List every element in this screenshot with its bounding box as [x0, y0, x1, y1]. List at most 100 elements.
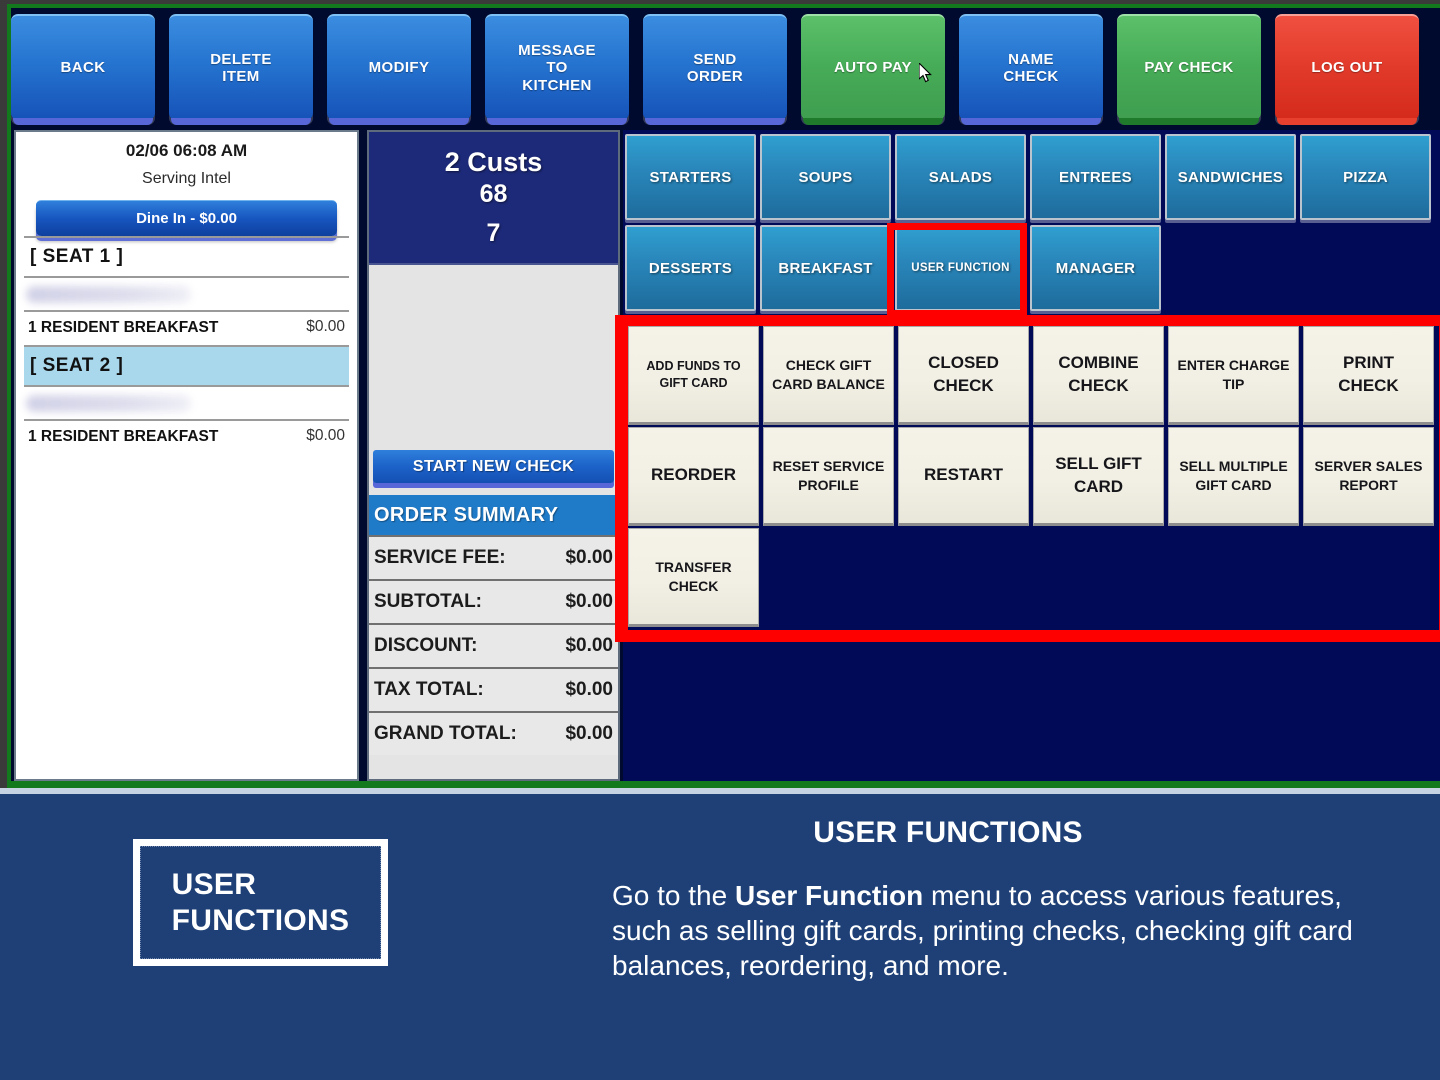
check-line-item[interactable]: 1 RESIDENT BREAKFAST$0.00 — [24, 310, 349, 345]
frame-light-strip-bottom — [0, 788, 1440, 794]
redaction-bar — [26, 394, 191, 412]
check-datetime: 02/06 06:08 AM — [125, 141, 248, 160]
order-type-button[interactable]: Dine In - $0.00 — [36, 200, 337, 236]
customer-count: 2 Custs — [444, 147, 543, 177]
guest-name-redacted — [24, 276, 349, 310]
guest-name-redacted — [24, 385, 349, 419]
category-button-pizza[interactable]: PIZZA — [1300, 134, 1431, 220]
category-button-starters[interactable]: STARTERS — [625, 134, 756, 220]
start-new-check-button[interactable]: START NEW CHECK — [373, 450, 614, 483]
summary-row-value: $0.00 — [565, 547, 613, 568]
order-items-empty-area — [369, 265, 618, 450]
caption-body: Go to the User Function menu to access v… — [612, 878, 1372, 983]
toolbar-button-modify[interactable]: MODIFY — [327, 14, 471, 125]
toolbar-button-pay-check[interactable]: PAY CHECK — [1117, 14, 1261, 125]
line-item-name: 1 RESIDENT BREAKFAST — [28, 319, 219, 336]
order-summary-header: ORDER SUMMARY — [369, 495, 618, 535]
summary-row-value: $0.00 — [565, 635, 613, 656]
toolbar-button-label: PAY CHECK — [1144, 59, 1234, 77]
category-button-entrees[interactable]: ENTREES — [1030, 134, 1161, 220]
category-button-sandwiches[interactable]: SANDWICHES — [1165, 134, 1296, 220]
summary-row: DISCOUNT: $0.00 — [369, 623, 618, 667]
category-button-manager[interactable]: MANAGER — [1030, 225, 1161, 311]
check-detail-panel: 02/06 06:08 AM Serving Intel Dine In - $… — [14, 130, 359, 781]
summary-row-value: $0.00 — [565, 723, 613, 744]
toolbar-button-label: LOG OUT — [1311, 59, 1383, 77]
summary-row: GRAND TOTAL:$0.00 — [369, 711, 618, 755]
seat-header[interactable]: [ SEAT 2 ] — [24, 345, 349, 386]
user-function-button-label: RESTART — [923, 465, 1003, 485]
check-number: 7 — [486, 219, 501, 247]
category-button-user-function[interactable]: USER FUNCTION — [895, 225, 1026, 311]
line-item-name: 1 RESIDENT BREAKFAST — [28, 428, 219, 446]
caption-body-before: Go to the — [612, 880, 735, 911]
category-button-soups[interactable]: SOUPS — [760, 134, 891, 220]
summary-row: TAX TOTAL: $0.00 — [369, 667, 618, 711]
toolbar-button-auto-pay[interactable]: AUTO PAY — [801, 14, 945, 125]
summary-row-value: $0.00 — [565, 679, 613, 700]
toolbar-button-back[interactable]: BACK — [11, 14, 155, 125]
summary-row-label: DISCOUNT: — [374, 635, 478, 656]
check-line-item[interactable]: 1 RESIDENT BREAKFAST $0.00 — [24, 419, 349, 454]
summary-row-label: SERVICE FEE: — [374, 547, 506, 568]
seat-header[interactable]: [ SEAT 1 ] — [24, 236, 349, 276]
toolbar-button-log-out[interactable]: LOG OUT — [1275, 14, 1419, 125]
category-button-breakfast[interactable]: BREAKFAST — [760, 225, 891, 311]
user-function-button-restart[interactable]: RESTART — [898, 427, 1029, 526]
order-summary-panel: 2 Custs 68 7 START NEW CHECK ORDER SUMMA… — [367, 130, 620, 781]
check-serving-label: Serving Intel — [142, 170, 231, 187]
category-button-desserts[interactable]: DESSERTS — [625, 225, 756, 311]
line-item-price: $0.00 — [306, 427, 345, 445]
caption-title: USER FUNCTIONS — [813, 816, 1083, 849]
table-number: 68 — [479, 180, 508, 208]
summary-row-label: TAX TOTAL: — [374, 679, 484, 700]
customer-count-box[interactable]: 2 Custs 68 7 — [369, 132, 618, 265]
toolbar-button-label: AUTO PAY — [834, 59, 912, 77]
redaction-bar — [26, 285, 191, 303]
user-function-button-label: REORDER — [650, 465, 736, 485]
caption-body-after: menu to access various features, such as… — [612, 880, 1353, 981]
summary-row: SERVICE FEE: $0.00 — [369, 535, 618, 579]
frame-green-strip-bottom — [7, 781, 1440, 788]
category-button-salads[interactable]: SALADS — [895, 134, 1026, 220]
user-function-button-reorder[interactable]: REORDER — [628, 427, 759, 526]
